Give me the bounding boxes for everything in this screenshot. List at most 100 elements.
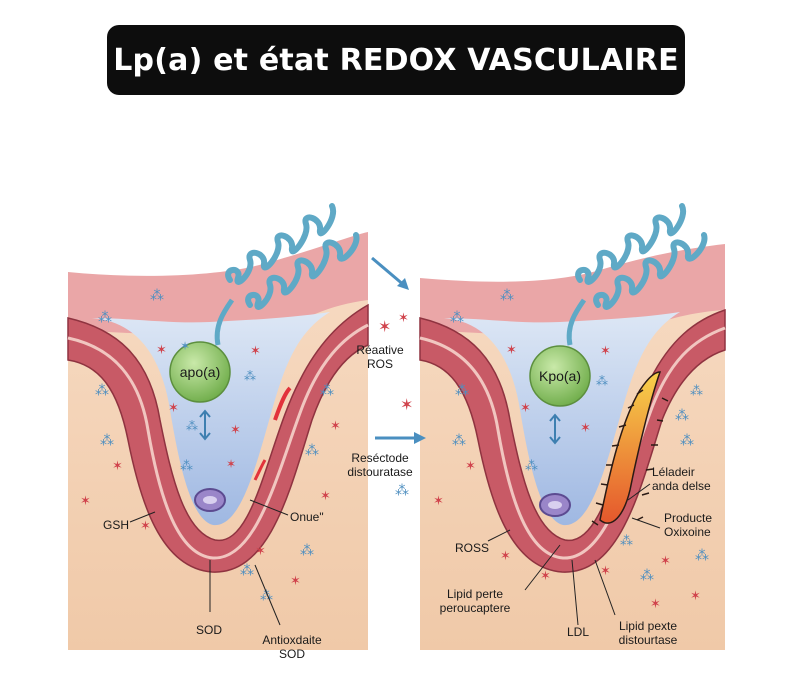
lipid-pexte-line2: distourtase bbox=[618, 633, 678, 647]
left-particles: ⁂ ⁂ ✶ ✶ ✶ ⁂ ✶ ⁂ ✶ ⁂ ✶ ⁂ ⁂ ✶ ✶ ⁂ ✶ ✶ ✶ ⁂ … bbox=[80, 288, 341, 604]
svg-text:✶: ✶ bbox=[600, 564, 611, 579]
svg-text:✶: ✶ bbox=[168, 401, 179, 416]
svg-text:⁂: ⁂ bbox=[695, 548, 709, 564]
reactive-ros-line2: ROS bbox=[366, 357, 393, 371]
right-sphere bbox=[529, 345, 591, 407]
left-sphere bbox=[169, 341, 231, 403]
svg-text:✶: ✶ bbox=[506, 343, 517, 358]
svg-text:⁂: ⁂ bbox=[240, 563, 254, 579]
gsh-label: GSH bbox=[103, 518, 130, 532]
top-arrow bbox=[371, 256, 406, 288]
svg-text:✶: ✶ bbox=[500, 549, 511, 564]
onue-label: Onue" bbox=[290, 510, 324, 524]
svg-text:✶: ✶ bbox=[80, 494, 91, 509]
right-lumen bbox=[444, 312, 680, 526]
svg-text:✶: ✶ bbox=[226, 457, 236, 471]
ldl-label: LDL bbox=[567, 625, 590, 639]
svg-text:✶: ✶ bbox=[112, 459, 123, 474]
svg-text:⁂: ⁂ bbox=[320, 383, 334, 399]
right-helix bbox=[575, 203, 708, 310]
ross-label: ROSS bbox=[455, 541, 490, 555]
left-helix bbox=[225, 203, 360, 310]
leladeir-label: Léladeir anda delse bbox=[652, 465, 711, 493]
title-banner: Lp(a) et état REDOX VASCULAIRE bbox=[107, 25, 685, 95]
left-endothelium-top bbox=[68, 232, 368, 340]
left-vessel-wall bbox=[67, 303, 369, 573]
resectode-label: Reséctode distouratase bbox=[340, 451, 420, 479]
svg-text:✶: ✶ bbox=[320, 489, 331, 504]
svg-text:⁂: ⁂ bbox=[300, 543, 314, 559]
svg-text:✶: ✶ bbox=[290, 574, 301, 589]
svg-text:⁂: ⁂ bbox=[260, 589, 273, 604]
svg-text:⁂: ⁂ bbox=[98, 310, 112, 326]
svg-text:⁂: ⁂ bbox=[640, 568, 654, 584]
svg-text:✶: ✶ bbox=[250, 344, 261, 359]
svg-text:✶: ✶ bbox=[140, 519, 151, 534]
antioxdaite-sod-label: Antioxdaite SOD bbox=[252, 633, 332, 661]
producte-label: Producte Oxixoine bbox=[664, 511, 712, 539]
lipid-perte-line1: Lipid perte bbox=[446, 587, 504, 601]
right-oxidation-zone bbox=[599, 371, 662, 524]
svg-text:✶: ✶ bbox=[540, 569, 551, 584]
svg-text:⁂: ⁂ bbox=[305, 443, 319, 459]
right-vessel-wall bbox=[419, 308, 726, 573]
lipid-pexte-label: Lipid pexte distourtase bbox=[608, 619, 688, 647]
svg-text:✶: ✶ bbox=[580, 421, 591, 436]
svg-text:⁂: ⁂ bbox=[95, 383, 109, 399]
center-arrows: ✶ ✶ ✶ ⁂ bbox=[371, 256, 426, 499]
svg-text:⁂: ⁂ bbox=[500, 288, 514, 304]
antioxdaite-line1: Antioxdaite bbox=[262, 633, 322, 647]
svg-text:⁂: ⁂ bbox=[186, 419, 198, 433]
svg-text:✶: ✶ bbox=[230, 423, 241, 438]
svg-text:✶: ✶ bbox=[650, 597, 661, 612]
svg-text:⁂: ⁂ bbox=[596, 374, 608, 388]
svg-text:⁂: ⁂ bbox=[690, 384, 703, 399]
svg-text:✶: ✶ bbox=[156, 343, 167, 358]
reactive-ros-line1: Réaative bbox=[356, 343, 404, 357]
svg-text:✶: ✶ bbox=[690, 589, 701, 604]
svg-text:⁂: ⁂ bbox=[450, 310, 464, 326]
resectode-line2: distouratase bbox=[347, 465, 413, 479]
left-vessel-panel: ⁂ ⁂ ✶ ✶ ✶ ⁂ ✶ ⁂ ✶ ⁂ ✶ ⁂ ⁂ ✶ ✶ ⁂ ✶ ✶ ✶ ⁂ … bbox=[67, 203, 369, 650]
lipid-perte-line2: peroucaptere bbox=[439, 601, 511, 615]
svg-text:⁂: ⁂ bbox=[244, 369, 256, 383]
reactive-ros-label: Réaative ROS bbox=[350, 343, 410, 371]
svg-text:⁂: ⁂ bbox=[100, 433, 114, 449]
svg-text:✶: ✶ bbox=[180, 339, 190, 353]
lipid-pexte-line1: Lipid pexte bbox=[618, 619, 678, 633]
svg-text:✶: ✶ bbox=[330, 419, 341, 434]
leladeir-line1: Léladeir bbox=[652, 465, 695, 479]
svg-text:⁂: ⁂ bbox=[675, 408, 689, 424]
svg-text:⁂: ⁂ bbox=[620, 534, 633, 549]
svg-text:✶: ✶ bbox=[600, 344, 611, 359]
svg-text:⁂: ⁂ bbox=[150, 288, 164, 304]
svg-text:⁂: ⁂ bbox=[455, 383, 469, 399]
producte-line2: Oxixoine bbox=[664, 525, 711, 539]
svg-text:✶: ✶ bbox=[660, 554, 671, 569]
svg-text:✶: ✶ bbox=[465, 459, 476, 474]
svg-text:✶: ✶ bbox=[398, 311, 409, 326]
ros-particle: ✶ bbox=[378, 317, 391, 336]
svg-text:⁂: ⁂ bbox=[395, 483, 409, 499]
producte-line1: Producte bbox=[664, 511, 713, 525]
svg-text:✶: ✶ bbox=[520, 401, 531, 416]
leladeir-line2: anda delse bbox=[652, 479, 711, 493]
svg-text:✶: ✶ bbox=[400, 395, 413, 414]
right-vessel-panel: ⁂ ⁂ ✶ ✶ ⁂ ✶ ✶ ⁂ ⁂ ⁂ ✶ ✶ ⁂ ⁂ ⁂ ⁂ ✶ ⁂ ✶ ✶ … bbox=[419, 203, 726, 650]
antioxdaite-line2: SOD bbox=[278, 647, 305, 661]
resectode-line1: Reséctode bbox=[351, 451, 409, 465]
left-lumen bbox=[92, 312, 330, 526]
svg-text:✶: ✶ bbox=[255, 544, 266, 559]
svg-text:⁂: ⁂ bbox=[680, 433, 694, 449]
right-sphere-label: Kpo(a) bbox=[538, 368, 582, 384]
sod-label: SOD bbox=[196, 623, 223, 637]
svg-text:⁂: ⁂ bbox=[452, 433, 466, 449]
svg-text:⁂: ⁂ bbox=[180, 459, 193, 474]
svg-text:⁂: ⁂ bbox=[525, 459, 538, 474]
lipid-perte-label: Lipid perte peroucaptere bbox=[435, 587, 515, 615]
page-title: Lp(a) et état REDOX VASCULAIRE bbox=[113, 42, 679, 78]
left-sphere-label: apo(a) bbox=[179, 364, 221, 380]
right-particles: ⁂ ⁂ ✶ ✶ ⁂ ✶ ✶ ⁂ ⁂ ⁂ ✶ ✶ ⁂ ⁂ ⁂ ⁂ ✶ ⁂ ✶ ✶ … bbox=[433, 288, 709, 612]
svg-text:✶: ✶ bbox=[433, 494, 444, 509]
